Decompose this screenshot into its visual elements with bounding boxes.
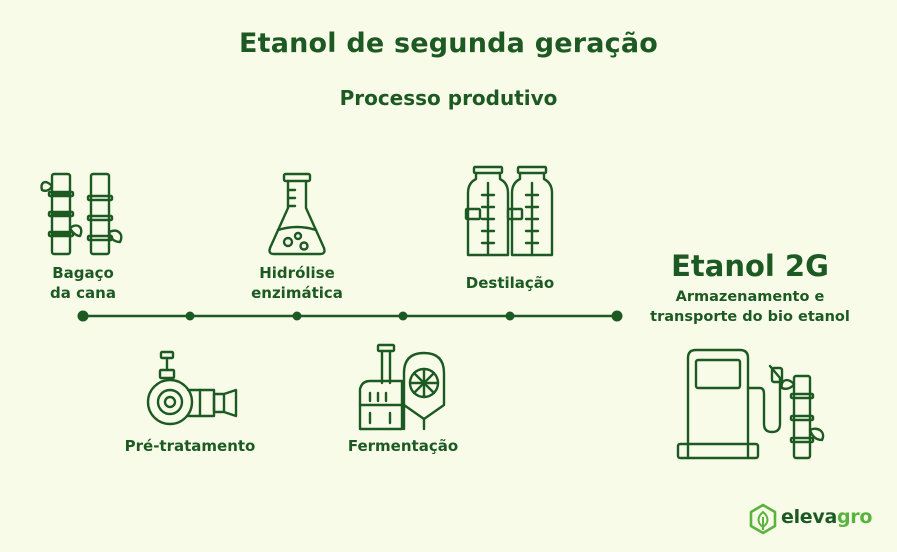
- factory-tank-icon: [358, 343, 446, 431]
- step-label-line: enzimática: [251, 284, 343, 302]
- result-description: Armazenamento e transporte do bio etanol: [630, 287, 870, 327]
- page-title: Etanol de segunda geração: [238, 28, 659, 59]
- page-subtitle: Processo produtivo: [339, 86, 558, 110]
- result-description-line: transporte do bio etanol: [650, 309, 850, 325]
- step-label-line: da cana: [50, 284, 116, 302]
- step-label-destilacao: Destilação: [465, 274, 555, 292]
- step-label-line: Bagaço: [52, 264, 114, 282]
- timeline-dot: [292, 311, 302, 321]
- step-label-bagaco: Bagaço da cana: [28, 263, 138, 303]
- step-label-line: Hidrólise: [259, 264, 335, 282]
- step-label-hidrolise: Hidrólise enzimática: [236, 263, 358, 303]
- fuel-pump-icon: [676, 348, 825, 460]
- brand-wordmark-part: eleva: [781, 506, 837, 528]
- result-title: Etanol 2G: [671, 249, 829, 283]
- distillation-columns-icon: [464, 165, 554, 257]
- leaf-hexagon-icon: [749, 503, 777, 535]
- flask-icon: [268, 172, 326, 256]
- timeline-dot-start: [77, 310, 89, 322]
- step-label-pretratamento: Pré-tratamento: [124, 437, 256, 455]
- timeline-dot: [185, 311, 195, 321]
- brand-wordmark-part: gro: [837, 506, 873, 528]
- timeline-dot: [398, 311, 408, 321]
- brand-wordmark: elevagro: [781, 506, 872, 528]
- sugarcane-icon: [40, 172, 123, 256]
- step-label-fermentacao: Fermentação: [347, 437, 459, 455]
- timeline-dot-end: [611, 310, 623, 322]
- timeline-dot: [505, 311, 515, 321]
- result-description-line: Armazenamento e: [675, 289, 825, 305]
- pipe-valve-icon: [146, 350, 238, 426]
